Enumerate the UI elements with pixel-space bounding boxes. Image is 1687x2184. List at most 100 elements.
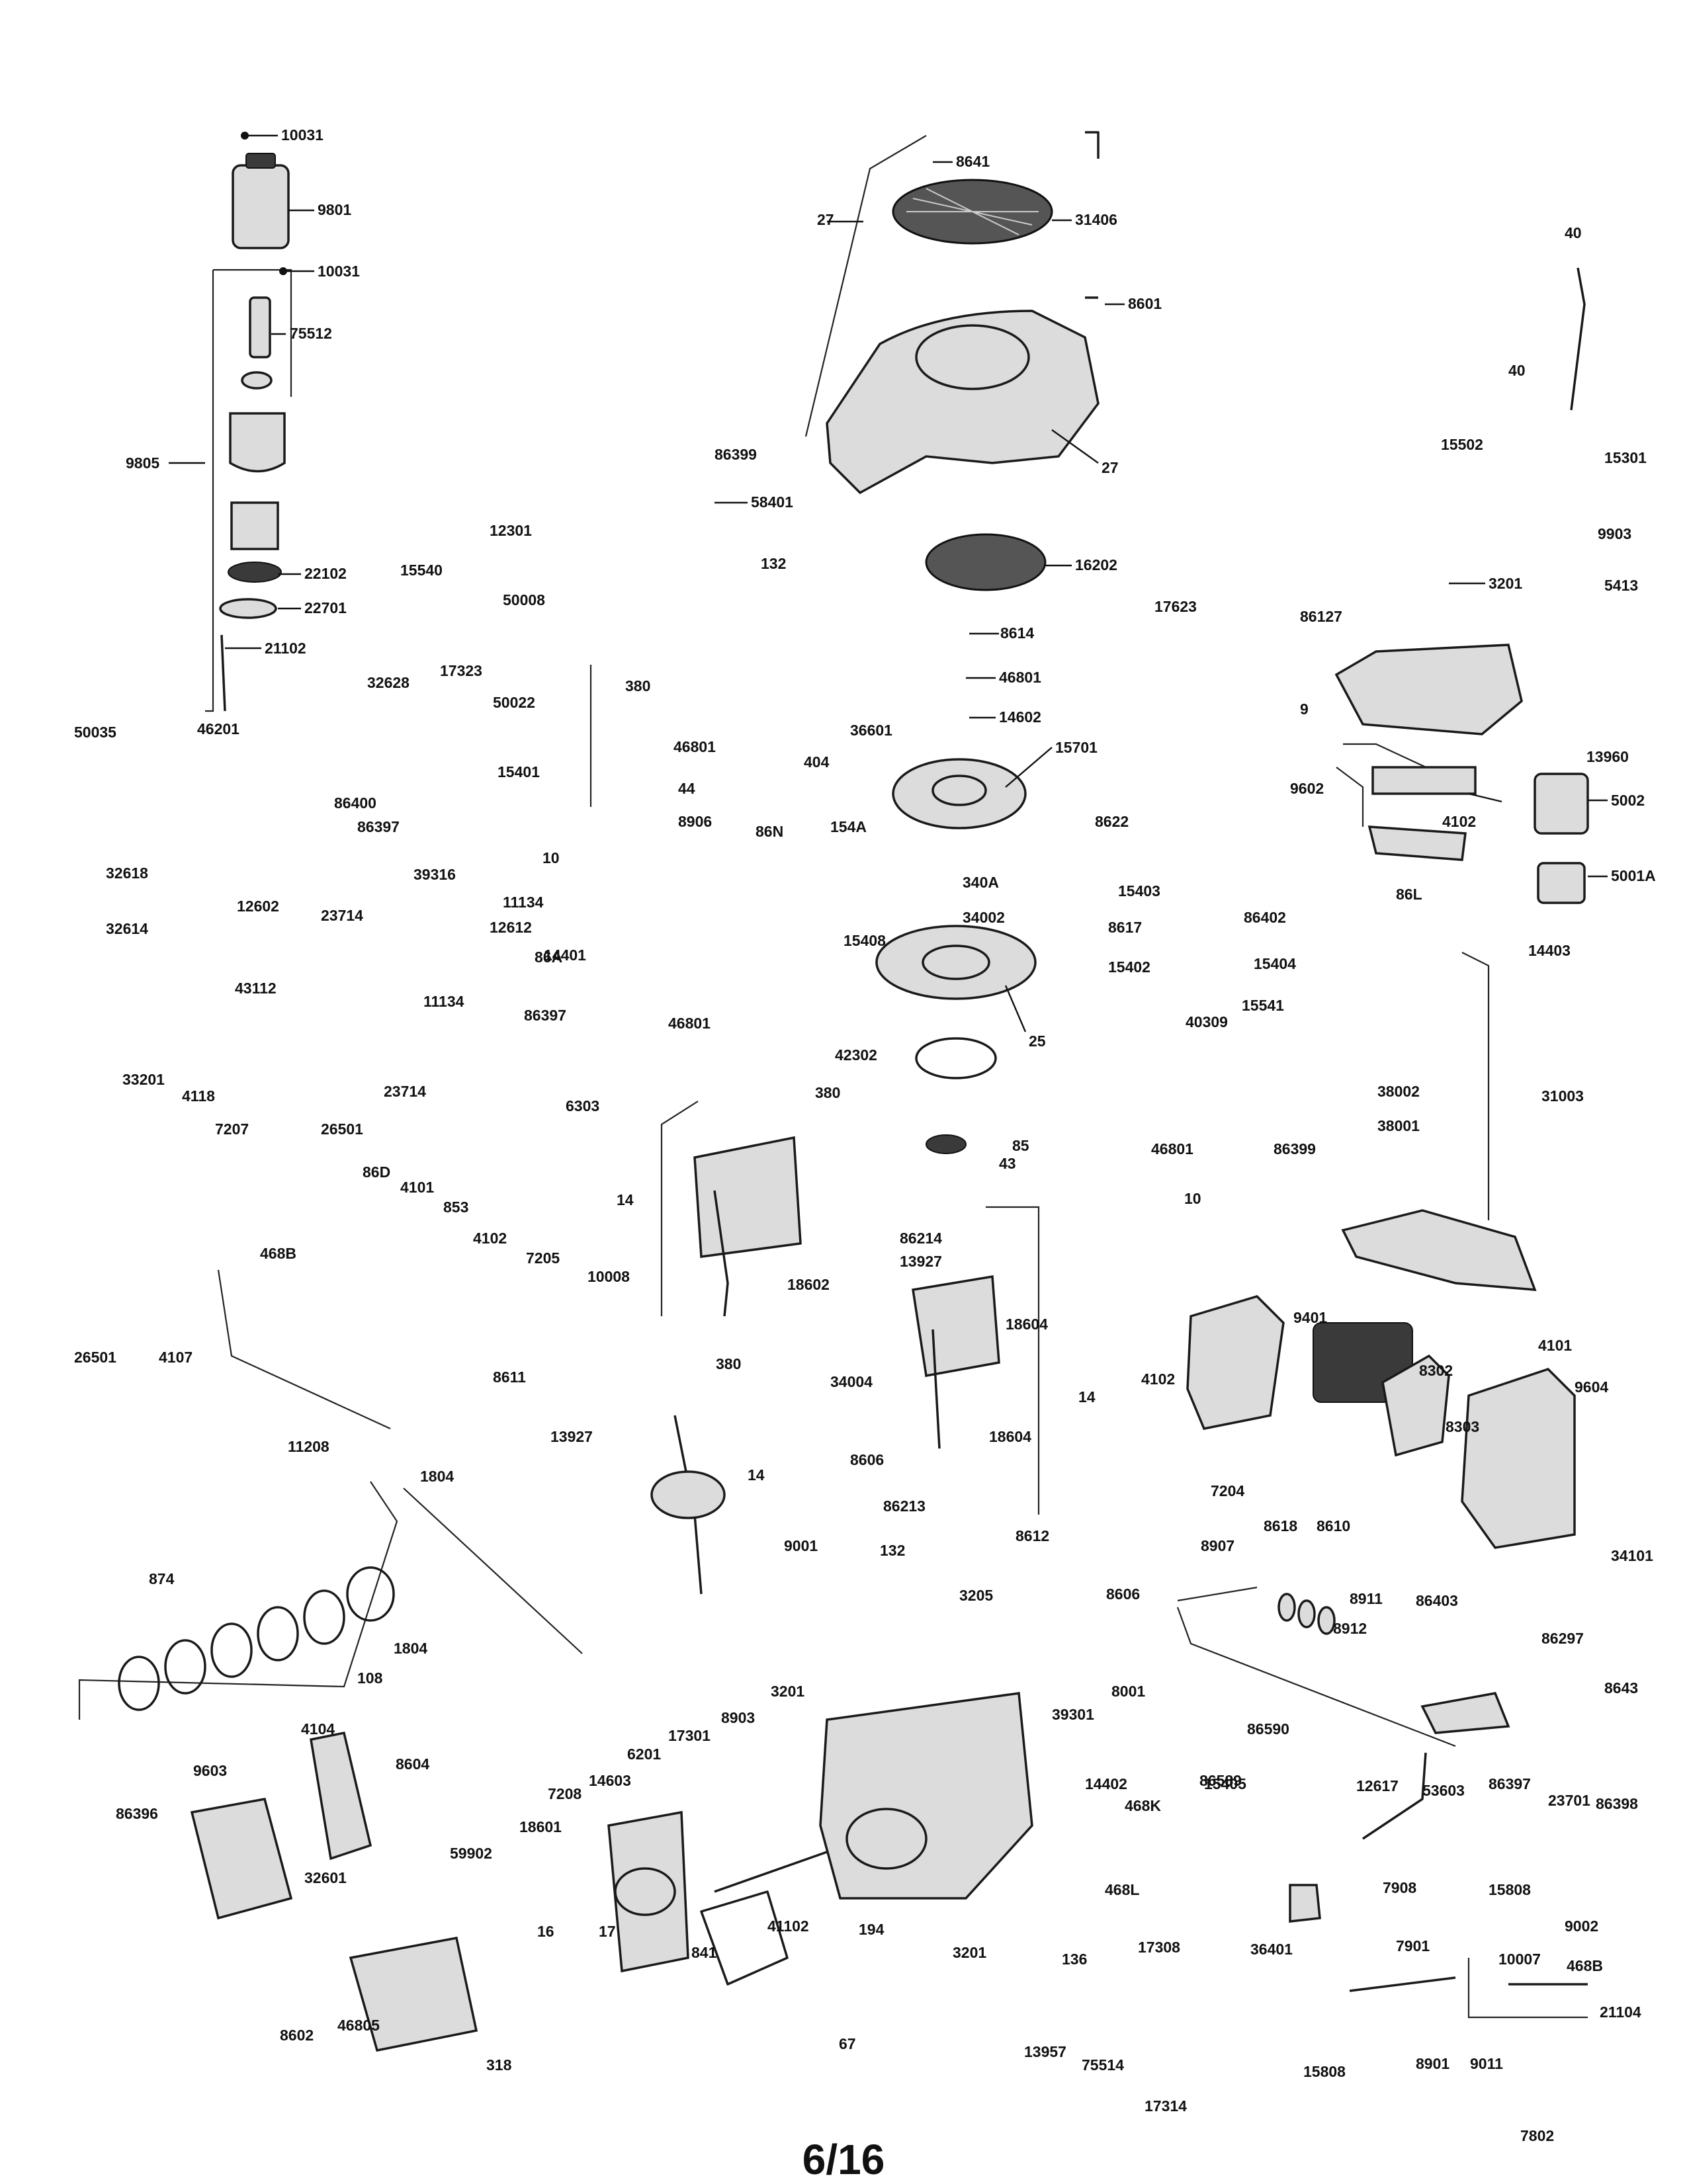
part-label: 3205 [959, 1587, 993, 1604]
part-label: 86397 [524, 1007, 566, 1024]
part-label: 42302 [835, 1046, 877, 1064]
part-label: 32628 [367, 674, 410, 691]
leader-lines [169, 134, 1608, 1032]
part-label: 12612 [490, 919, 532, 936]
part-label: 34002 [963, 909, 1005, 926]
part-label: 14403 [1528, 942, 1571, 959]
part-label: 46801 [668, 1015, 711, 1032]
part-label: 17323 [440, 662, 482, 679]
flywheel-and-fan [875, 533, 1047, 1154]
group-brackets [78, 135, 1588, 2019]
part-label: 86L [1396, 886, 1422, 903]
part-label: 4102 [1141, 1370, 1175, 1388]
part-label: 8612 [1016, 1527, 1049, 1544]
part-label: 7205 [526, 1249, 560, 1267]
part-label: 22701 [304, 599, 347, 616]
part-label: 9801 [318, 201, 351, 218]
part-label: 10031 [318, 263, 360, 280]
part-label: 8614 [1000, 624, 1034, 642]
part-label: 34004 [830, 1373, 873, 1390]
part-label: 32618 [106, 864, 148, 882]
part-label: 31406 [1075, 211, 1117, 228]
part-label: 32601 [304, 1869, 347, 1886]
part-label: 12617 [1356, 1777, 1399, 1794]
part-label: 5001A [1611, 867, 1656, 884]
part-label: 14 [1078, 1388, 1096, 1406]
part-label: 9011 [1470, 2055, 1503, 2072]
part-label: 38001 [1377, 1117, 1420, 1134]
part-label: 15404 [1254, 955, 1296, 972]
part-label: 85 [1012, 1137, 1029, 1154]
part-label: 75512 [290, 325, 332, 342]
part-label: 14603 [589, 1772, 631, 1789]
part-label: 40309 [1186, 1013, 1228, 1030]
part-label: 9602 [1290, 780, 1324, 797]
part-label: 16 [537, 1923, 554, 1940]
part-label: 11134 [503, 894, 544, 911]
part-label: 86213 [883, 1497, 926, 1515]
part-label: 15541 [1242, 997, 1284, 1014]
part-label: 8604 [396, 1755, 429, 1773]
part-label: 14 [617, 1191, 634, 1208]
starter-motor-assembly [219, 132, 290, 712]
part-label: 38002 [1377, 1083, 1420, 1100]
part-label: 10 [542, 849, 560, 866]
part-label: 468B [1567, 1957, 1603, 1974]
page-number: 6/16 [802, 2136, 885, 2183]
part-label: 8912 [1333, 1620, 1367, 1637]
part-label: 8906 [678, 813, 712, 830]
part-label: 14401 [544, 946, 586, 964]
part-label: 9903 [1598, 525, 1631, 542]
part-label: 9002 [1565, 1917, 1598, 1935]
part-label: 44 [678, 780, 695, 797]
part-label: 4101 [1538, 1337, 1572, 1354]
part-label: 86397 [357, 818, 400, 835]
part-label: 108 [357, 1669, 383, 1687]
part-label: 404 [804, 753, 830, 771]
part-label: 43 [999, 1155, 1016, 1172]
part-label: 8611 [493, 1368, 526, 1386]
part-label: 340A [963, 874, 999, 891]
part-label: 86D [363, 1163, 390, 1181]
part-label: 4107 [159, 1349, 193, 1366]
part-label: 36601 [850, 722, 892, 739]
part-label: 14402 [1085, 1775, 1127, 1792]
part-label: 58401 [751, 493, 793, 511]
part-label: 86127 [1300, 608, 1342, 625]
part-label: 31003 [1541, 1087, 1584, 1105]
part-label: 136 [1062, 1951, 1087, 1968]
part-label: 9001 [784, 1537, 818, 1554]
part-label: 46801 [1151, 1140, 1193, 1157]
part-label: 5002 [1611, 792, 1645, 809]
cylinder-block-and-head [190, 1692, 1033, 2052]
part-label: 12301 [490, 522, 532, 539]
part-label: 86399 [714, 446, 757, 463]
part-label: 15701 [1055, 739, 1098, 756]
part-label: 16202 [1075, 556, 1117, 573]
blower-housing-assembly [826, 131, 1100, 495]
oil-sump-and-filter [1334, 267, 1589, 904]
part-label: 6201 [627, 1745, 661, 1763]
part-label: 7208 [548, 1785, 582, 1802]
part-label: 26501 [74, 1349, 116, 1366]
part-label: 10031 [281, 126, 324, 144]
part-label: 50008 [503, 591, 545, 609]
part-label: 50035 [74, 724, 116, 741]
part-label: 9401 [1293, 1309, 1327, 1326]
part-label: 86589 [1199, 1772, 1242, 1789]
part-label: 39301 [1052, 1706, 1094, 1723]
part-label: 46801 [673, 738, 716, 755]
part-label: 8643 [1604, 1679, 1638, 1697]
part-label: 468B [260, 1245, 296, 1262]
part-label: 41102 [767, 1917, 809, 1935]
part-label: 5413 [1604, 577, 1638, 594]
part-label: 4101 [400, 1179, 434, 1196]
part-label: 34101 [1611, 1547, 1653, 1564]
part-label: 154A [830, 818, 867, 835]
part-label: 15540 [400, 562, 443, 579]
part-label: 46805 [337, 2017, 380, 2034]
part-label: 14 [748, 1466, 765, 1484]
part-label: 9 [1300, 700, 1309, 718]
part-label: 8001 [1111, 1683, 1145, 1700]
